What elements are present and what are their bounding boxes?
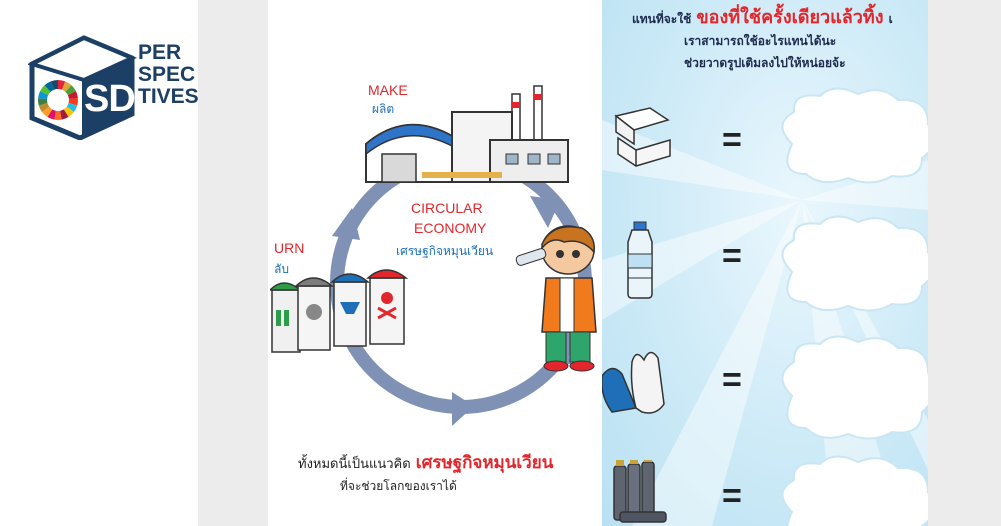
- sdg-wheel-segment: [40, 85, 51, 96]
- page-gutter-right: [928, 0, 1001, 526]
- sdg-wheel-segment: [38, 91, 49, 99]
- equals-sign-3: =: [722, 361, 742, 399]
- sdg-wheel-segment: [68, 98, 78, 106]
- instruction-suffix: เ: [888, 12, 893, 26]
- sdg-wheel-segment: [63, 106, 74, 118]
- equals-sign-2: =: [722, 237, 742, 275]
- arrow-head-left: [332, 208, 360, 240]
- instruction-line3: ช่วยวาดรูปเติมลงไปให้หน่อยจ้ะ: [684, 56, 846, 70]
- make-label: MAKE: [368, 82, 408, 98]
- logo-letters: SD: [84, 78, 136, 120]
- water-bottle-icon: [627, 221, 653, 299]
- circular-economy-panel: MAKE ผลิต CIRCULAR ECONOMY เศรษฐกิจหมุนเ…: [268, 0, 602, 526]
- sdg-wheel-segment: [65, 85, 76, 96]
- boy-drinking-illustration: [515, 225, 597, 372]
- instruction-prefix: แทนที่จะใช้: [632, 12, 692, 26]
- instruction-highlight: ของที่ใช้ครั้งเดียวแล้วทิ้ง: [696, 7, 884, 28]
- logo-word-2: SPEC: [138, 63, 196, 86]
- recycling-bins-illustration: [270, 269, 409, 353]
- return-label: URN: [274, 240, 305, 256]
- sdg-wheel-segment: [54, 110, 62, 120]
- equals-sign-4: =: [722, 477, 742, 515]
- logo-word-3: TIVES: [138, 85, 199, 108]
- foam-box-icon: [614, 107, 671, 167]
- drawing-cloud-3[interactable]: [772, 332, 928, 442]
- worksheet-panel: แทนที่จะใช้ ของที่ใช้ครั้งเดียวแล้วทิ้ง …: [602, 0, 928, 526]
- sdg-wheel-segment: [61, 81, 72, 92]
- sd-perspectives-logo: SD PER SPEC TIVES: [26, 34, 200, 141]
- sdg-wheel-segment: [42, 106, 53, 118]
- instruction-line2: เราสามารถใช้อะไรแทนได้นะ: [684, 34, 837, 48]
- drawing-cloud-1[interactable]: [772, 84, 928, 184]
- logo-word-1: PER: [138, 41, 182, 64]
- sdg-wheel-segment: [66, 103, 78, 113]
- sdg-wheel-segment: [38, 98, 48, 106]
- plastic-bag-icon: [602, 351, 665, 414]
- sdg-wheel-segment: [60, 109, 69, 120]
- sdg-wheel-segment: [38, 103, 50, 113]
- circular-label: CIRCULAR: [411, 200, 483, 216]
- return-label-th: ลับ: [274, 262, 289, 276]
- caption-highlight: เศรษฐกิจหมุนเวียน: [415, 453, 554, 473]
- arrow-head-right: [530, 196, 560, 228]
- drawing-cloud-2[interactable]: [772, 212, 928, 312]
- economy-label: ECONOMY: [414, 220, 487, 236]
- arrow-head-bottom: [452, 392, 474, 426]
- factory-illustration: [365, 85, 569, 183]
- batteries-icon: [613, 460, 667, 523]
- equals-sign-1: =: [722, 121, 742, 159]
- make-label-th: ผลิต: [372, 102, 395, 116]
- caption-line2: ที่จะช่วยโลกของเราได้: [340, 479, 457, 493]
- sdg-wheel-segment: [58, 80, 66, 90]
- circular-economy-th: เศรษฐกิจหมุนเวียน: [396, 244, 494, 258]
- sdg-wheel-segment: [47, 109, 56, 120]
- page-gutter-left: [198, 0, 268, 526]
- caption-prefix: ทั้งหมดนี้เป็นแนวคิด: [298, 457, 411, 472]
- drawing-cloud-4[interactable]: [772, 452, 928, 526]
- sdg-wheel-segment: [44, 81, 55, 92]
- sdg-wheel-segment: [50, 80, 58, 90]
- sdg-wheel-segment: [67, 91, 78, 99]
